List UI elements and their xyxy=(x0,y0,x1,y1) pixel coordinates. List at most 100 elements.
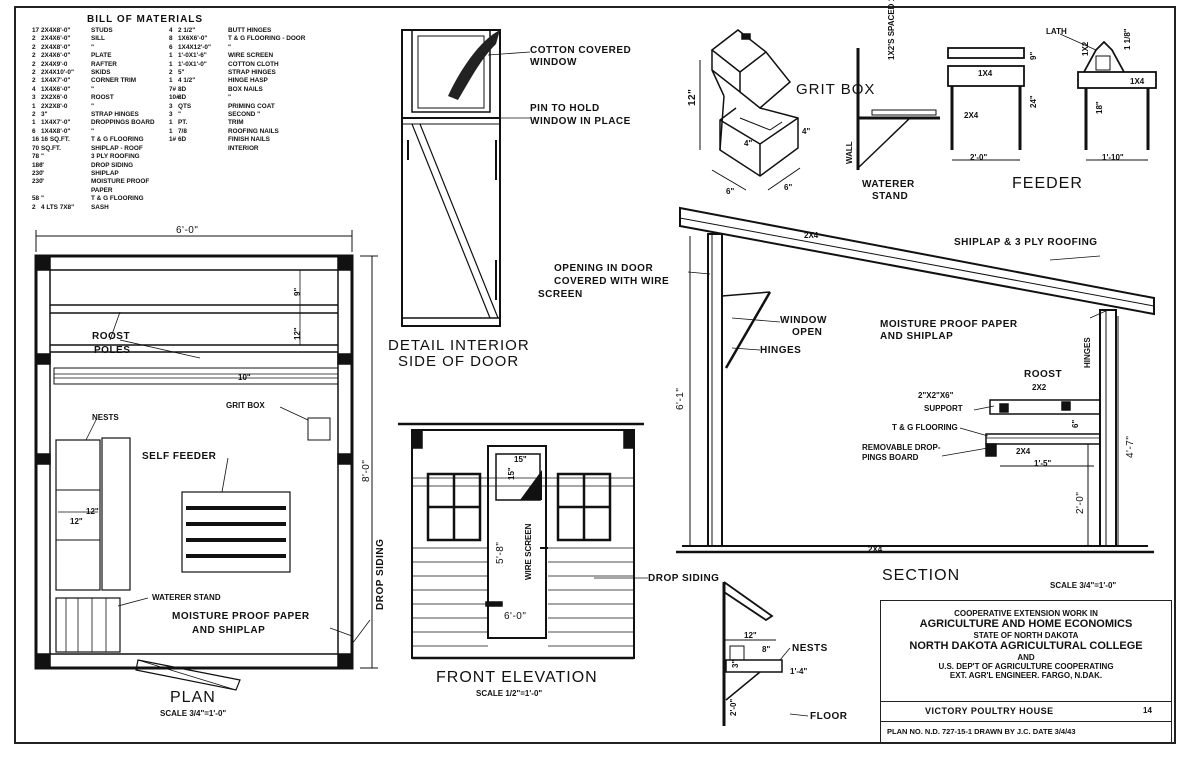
bom-size: 5" xyxy=(178,69,185,77)
bom-size: 2x4x10'-0" xyxy=(41,69,74,77)
bom-item: SHIPLAP xyxy=(91,169,119,177)
bom-quantity: 2 xyxy=(32,52,36,60)
bom-row: 41x4x6'-0"" xyxy=(32,86,163,94)
bom-item: T & G FLOORING - DOOR xyxy=(228,35,306,43)
label-drop-board: REMOVABLE DROP- xyxy=(862,443,941,452)
bom-row: 22x4x6'-0"PLATE xyxy=(32,52,163,60)
plan-scale: SCALE 3/4"=1'-0" xyxy=(160,709,227,718)
grit-box-title: GRIT BOX xyxy=(796,81,876,98)
bom-row: 12x2x8'-0" xyxy=(32,103,163,111)
bom-quantity: 4 xyxy=(169,27,173,34)
bom-quantity: 6 xyxy=(169,43,173,51)
label-opening-door-3: SCREEN xyxy=(538,289,583,300)
dim-plan-depth: 8'-0" xyxy=(361,459,372,482)
label-window-open: WINDOW xyxy=(780,315,827,326)
bom-item: STUDS xyxy=(91,27,113,34)
dim-plan-10: 10" xyxy=(238,373,251,382)
dim-section-4-7: 4'-7" xyxy=(1125,435,1136,458)
bom-quantity: 2 xyxy=(169,69,173,77)
bom-quantity: 58 xyxy=(32,195,40,203)
bom-size: 4 1/2" xyxy=(178,77,196,85)
label-pin: PIN TO HOLD xyxy=(530,103,600,114)
bom-item: " xyxy=(228,94,232,102)
door-detail-drawing xyxy=(401,29,531,327)
bom-size: " xyxy=(41,195,45,203)
bill-of-materials: BILL OF MATERIALS 172x4x8'-0"STUDS22x4x6… xyxy=(32,14,305,212)
bom-item: SILL xyxy=(91,35,105,43)
feeder-drawing xyxy=(947,33,1157,161)
bom-size: 8d xyxy=(178,85,187,93)
bom-row: 186"DROP SIDING xyxy=(32,162,163,170)
title-line-2: AGRICULTURE AND HOME ECONOMICS xyxy=(919,618,1133,631)
bom-size: 2x4x6'-0" xyxy=(41,35,71,43)
label-waterer-stand: WATERER xyxy=(862,179,915,190)
label-grit-box-plan: GRIT BOX xyxy=(226,401,265,410)
label-moisture: MOISTURE PROOF PAPER xyxy=(880,319,1018,330)
bom-row: 1#6dFINISH NAILS xyxy=(169,136,338,144)
label-wire-screen: WIRE SCREEN xyxy=(524,523,533,580)
bom-quantity: 1 xyxy=(169,127,173,135)
label-hinges-section: HINGES xyxy=(1083,337,1092,368)
label-support: 2"x2"x6" xyxy=(918,391,954,400)
bom-row: 24 LTS 7x8"SASH xyxy=(32,204,163,212)
bom-item: DROP SIDING xyxy=(91,161,134,169)
label-cotton-window-2: WINDOW xyxy=(530,57,577,68)
dim-feeder-1-10: 1'-10" xyxy=(1102,153,1124,162)
label-nests-detail: NESTS xyxy=(792,643,828,654)
bom-item: STRAP HINGES xyxy=(91,111,139,119)
bom-row: 230"SHIPLAP xyxy=(32,170,163,178)
bom-size: 7/8 xyxy=(178,127,187,135)
bom-size: 1'-0x1'-0" xyxy=(178,60,207,68)
dim-section-2x4b: 2x4 xyxy=(1016,447,1031,456)
dim-plan-12b: 12" xyxy=(70,517,83,526)
bom-quantity: 10# xyxy=(169,94,180,102)
section-drawing xyxy=(676,206,1155,554)
bom-item: " xyxy=(91,127,95,135)
bom-quantity: 1 xyxy=(169,52,173,60)
bom-quantity: 2 xyxy=(32,111,36,119)
bom-row: 22x4x10'-0"SKIDS xyxy=(32,69,163,77)
bom-quantity: 1 xyxy=(169,119,173,127)
dim-plan-12c: 12" xyxy=(86,507,99,516)
bom-size xyxy=(178,145,228,153)
bom-row: 11'-0x1'-6"WIRE SCREEN xyxy=(169,52,338,60)
bom-size: " xyxy=(178,111,182,119)
bom-size: 1x4x7'-0" xyxy=(41,77,71,85)
label-roost: ROOST xyxy=(1024,369,1063,380)
bom-quantity: 3 xyxy=(169,102,173,110)
drawing-sheet-border xyxy=(14,6,1176,744)
bom-quantity: 3 xyxy=(32,94,36,102)
label-pin-2: WINDOW IN PLACE xyxy=(530,116,631,127)
dim-feeder-2x4: 2x4 xyxy=(964,111,979,120)
bom-quantity: 2 xyxy=(32,77,36,85)
dim-front-15: 15" xyxy=(514,455,527,464)
title-block-name-row: VICTORY POULTRY HOUSE 14 xyxy=(881,701,1171,722)
label-floor: FLOOR xyxy=(810,711,848,722)
bom-quantity xyxy=(169,145,178,153)
bom-quantity: 17 xyxy=(32,27,40,34)
bom-item: CORNER TRIM xyxy=(91,77,137,85)
label-nests: NESTS xyxy=(92,413,119,422)
bom-size: " xyxy=(41,161,45,169)
dim-nest-1-4: 1'-4" xyxy=(790,667,808,676)
plan-drawing xyxy=(34,230,378,691)
bom-size: 1x4x7'-0" xyxy=(41,119,71,127)
bom-item: 3 PLY ROOFING xyxy=(91,153,140,161)
bom-size: QTS xyxy=(178,102,192,110)
bom-row: 58"T & G FLOORING xyxy=(32,195,163,203)
bom-item: WIRE SCREEN xyxy=(228,52,274,60)
bom-size: 2x4x8'-0" xyxy=(41,27,71,34)
bom-quantity: 7# xyxy=(169,85,177,93)
bom-item: TRIM xyxy=(228,119,244,127)
bom-item: SECOND " xyxy=(228,111,261,119)
dim-front-5-8: 5'-8" xyxy=(495,541,506,564)
dim-section-2x4c: 2x4 xyxy=(868,545,883,554)
label-opening-door-2: COVERED WITH WIRE xyxy=(554,276,670,287)
bom-column-2: 42 1/2"BUTT HINGES81x6x6'-0"T & G FLOORI… xyxy=(169,27,338,212)
bom-quantity: 2 xyxy=(32,203,36,211)
dim-feeder-9: 9" xyxy=(1029,51,1038,60)
title-block: COOPERATIVE EXTENSION WORK IN AGRICULTUR… xyxy=(880,600,1172,744)
bom-item: " xyxy=(91,102,95,110)
